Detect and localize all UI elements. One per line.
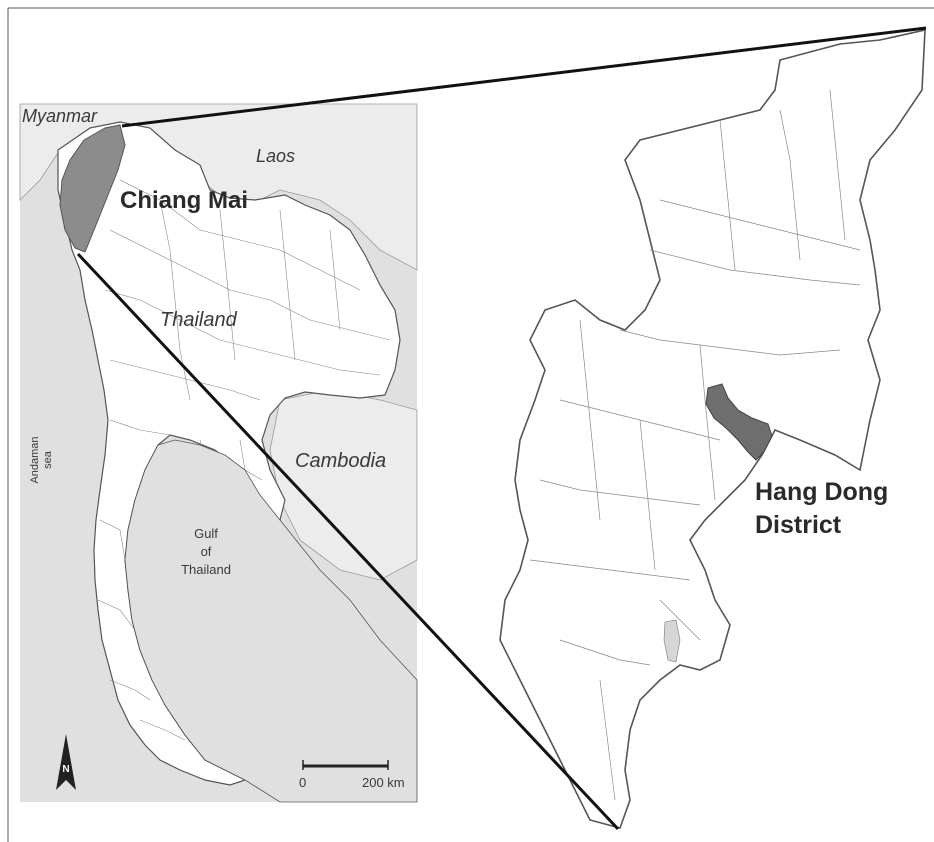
label-chiang-mai: Chiang Mai xyxy=(120,187,248,214)
label-thailand: Thailand xyxy=(160,309,238,331)
gulf-of-thailand xyxy=(124,439,418,803)
chiang-mai-detail-outline xyxy=(499,28,926,829)
label-cambodia: Cambodia xyxy=(295,450,386,472)
detail-small-gray-area xyxy=(663,619,681,663)
svg-text:District: District xyxy=(755,511,842,539)
svg-text:of: of xyxy=(201,544,212,559)
label-myanmar: Myanmar xyxy=(22,106,98,126)
connector-line-top xyxy=(121,26,927,128)
svg-text:Gulf: Gulf xyxy=(194,526,218,541)
svg-text:N: N xyxy=(62,764,69,775)
detail-map-panel: Hang Dong District xyxy=(499,28,926,829)
scale-bar-start-label: 0 xyxy=(299,775,306,790)
svg-text:Hang Dong: Hang Dong xyxy=(755,478,888,506)
scale-bar-end-label: 200 km xyxy=(362,775,405,790)
scale-bar: 0 200 km xyxy=(299,760,405,790)
chiang-mai-province-highlight xyxy=(59,124,126,253)
label-andaman-sea: Andaman sea xyxy=(29,436,54,483)
svg-text:Andaman: Andaman xyxy=(29,436,41,483)
district-boundaries xyxy=(529,89,861,801)
svg-text:sea: sea xyxy=(42,450,54,469)
svg-text:Thailand: Thailand xyxy=(181,562,231,577)
overview-map-panel: Myanmar Laos Chiang Mai Thailand Cambodi… xyxy=(19,103,418,803)
connector-line-bottom xyxy=(76,252,620,831)
label-gulf-of-thailand: Gulf of Thailand xyxy=(181,526,231,577)
label-laos: Laos xyxy=(256,146,295,166)
label-hang-dong-district: Hang Dong District xyxy=(755,478,888,539)
hang-dong-district-highlight xyxy=(705,383,773,461)
north-arrow-icon: N xyxy=(56,734,76,790)
